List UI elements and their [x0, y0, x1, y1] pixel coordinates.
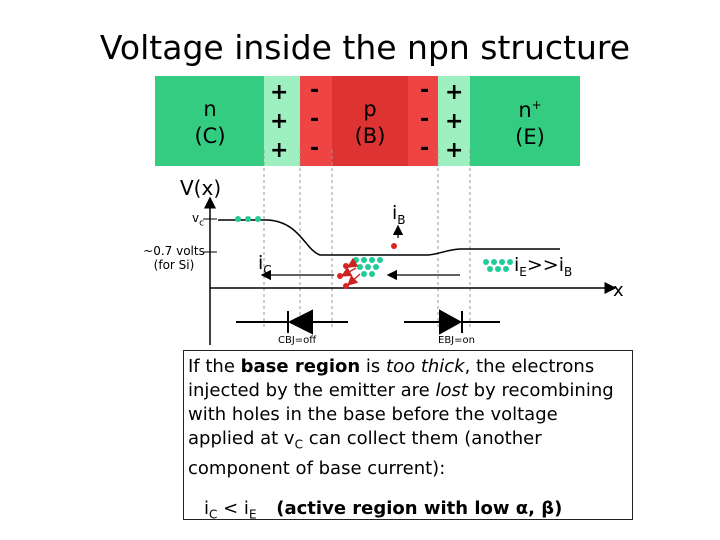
explanation-text: If the base region is too thick, the ele… [188, 355, 628, 481]
page-title: Voltage inside the npn structure [99, 28, 631, 67]
emitter-electrons [483, 259, 513, 272]
eq-ic: i [204, 497, 210, 519]
y-axis-label: V(x) [180, 176, 222, 200]
caption-p7-sub: C [294, 437, 303, 452]
minus-sign: - [310, 136, 320, 161]
ie-sub2: B [564, 264, 573, 279]
minus-sign: - [420, 78, 430, 103]
base-depletion-left [300, 76, 332, 166]
collector-name: n [203, 97, 217, 121]
ib-text: i [392, 202, 398, 224]
ib-label: iB [392, 202, 406, 227]
plus-sign: + [270, 80, 289, 105]
emitter-depletion [438, 76, 470, 166]
emitter-sup: + [531, 98, 542, 112]
collector-region [155, 76, 264, 166]
ie-sub: E [519, 264, 527, 279]
recombination-arrows [340, 257, 361, 286]
potential-curve [218, 219, 560, 256]
caption-p1: If the [188, 356, 241, 377]
caption-emph-thick: too thick [386, 356, 465, 377]
plus-sign: + [445, 109, 464, 134]
emitter-label: n+ (E) [500, 92, 560, 151]
volts-line1: ~0.7 volts [143, 244, 205, 258]
volts-line2: (for Si) [153, 258, 195, 272]
ib-sub: B [397, 212, 406, 227]
plus-sign: + [270, 109, 289, 134]
base-electrons [353, 257, 383, 277]
eq-ic-sub: C [209, 507, 218, 522]
minus-sign: - [310, 78, 320, 103]
junction-guides [263, 150, 471, 330]
ie-label: iE>>iB [514, 254, 572, 279]
emitter-sub: (E) [515, 125, 545, 149]
caption-p7: by recombining with holes in the base be… [188, 380, 614, 449]
ic-label: iC [258, 252, 272, 277]
caption-p8: can collect them (another component of b… [188, 428, 542, 479]
base-sub: (B) [354, 124, 386, 148]
explanation-box: If the base region is too thick, the ele… [183, 350, 633, 521]
volts-label: ~0.7 volts (for Si) [137, 244, 211, 272]
eq-lt: < i [217, 497, 249, 519]
x-axis-label: x [613, 280, 624, 301]
plus-sign: + [270, 138, 289, 163]
emitter-region [470, 76, 580, 166]
collector-electrons [235, 216, 261, 222]
minus-sign: - [420, 107, 430, 132]
cbj-diode [236, 309, 348, 335]
base-label: p (B) [340, 96, 400, 150]
ic-sub: C [263, 262, 272, 277]
collector-sub: (C) [194, 124, 226, 148]
caption-emph-lost: lost [435, 380, 468, 401]
vc-text: v [192, 211, 200, 225]
collector-label: n (C) [180, 96, 240, 150]
collector-depletion [264, 76, 300, 166]
eq-note: (active region with low α, β) [276, 497, 563, 519]
minus-sign: - [420, 136, 430, 161]
base-name: p [363, 97, 377, 121]
eq-ie-sub: E [248, 507, 257, 522]
ebj-label: EBJ=on [438, 335, 475, 346]
cbj-label: CBJ=off [278, 335, 317, 346]
base-region [332, 76, 408, 166]
vc-label: vc [192, 211, 204, 228]
caption-emph-base: base region [240, 356, 361, 377]
minus-sign: - [310, 107, 320, 132]
ie-mid: >>i [526, 254, 564, 276]
ic-text: i [258, 252, 264, 274]
emitter-name: n [518, 98, 532, 122]
plus-sign: + [445, 80, 464, 105]
ebj-diode [404, 309, 500, 335]
caption-p5: , the electrons injected by the emitter … [188, 356, 595, 401]
base-depletion-right [408, 76, 438, 166]
ie-text: i [514, 254, 520, 276]
plus-sign: + [445, 138, 464, 163]
caption-p3: is [360, 356, 387, 377]
vc-sub: c [199, 218, 205, 229]
equation-line: iC < iE (active region with low α, β) [188, 497, 628, 527]
